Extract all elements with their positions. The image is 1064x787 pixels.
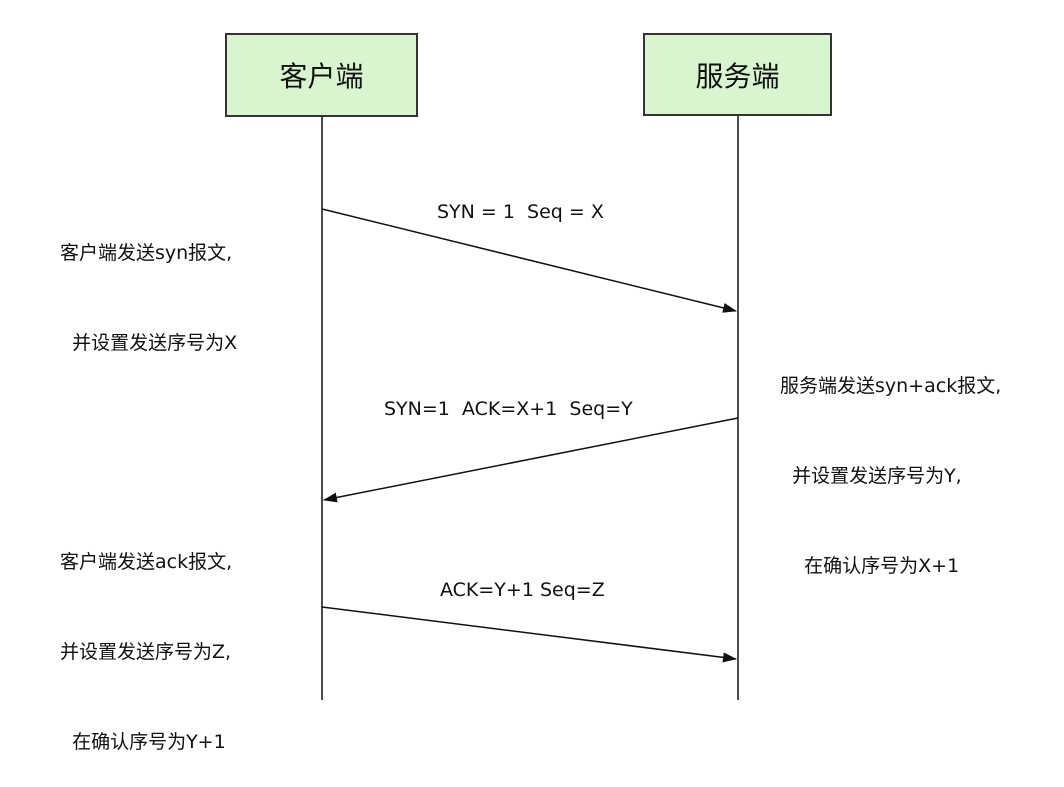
client-actor-label: 客户端 — [279, 60, 364, 93]
sequence-diagram-canvas — [321, 116, 739, 700]
message-label-1: SYN = 1 Seq = X — [437, 201, 604, 223]
note-line: 并设置发送序号为Z, — [60, 641, 232, 663]
note-line: 服务端发送syn+ack报文, — [780, 375, 1002, 397]
message-label-2: SYN=1 ACK=X+1 Seq=Y — [384, 398, 633, 420]
server-actor-label: 服务端 — [695, 59, 780, 93]
message-arrow-3 — [321, 606, 737, 663]
note-line: 客户端发送syn报文, — [60, 242, 233, 264]
message-arrow-2 — [323, 417, 739, 503]
note-line: 并设置发送序号为X — [60, 332, 238, 354]
server-actor-box: 服务端 — [643, 33, 832, 116]
note-line: 并设置发送序号为Y, — [780, 465, 962, 487]
message-arrow-1 — [321, 208, 737, 313]
message-label-3: ACK=Y+1 Seq=Z — [440, 579, 605, 601]
note-line: 在确认序号为X+1 — [780, 555, 960, 577]
client-note-step1: 客户端发送syn报文, 并设置发送序号为X — [60, 178, 237, 388]
note-line: 客户端发送ack报文, — [60, 551, 233, 573]
client-note-step3: 客户端发送ack报文, 并设置发送序号为Z, 在确认序号为Y+1 — [60, 487, 232, 787]
server-note-step2: 服务端发送syn+ack报文, 并设置发送序号为Y, 在确认序号为X+1 — [780, 311, 1001, 611]
note-line: 在确认序号为Y+1 — [60, 731, 226, 753]
client-actor-box: 客户端 — [225, 33, 418, 117]
